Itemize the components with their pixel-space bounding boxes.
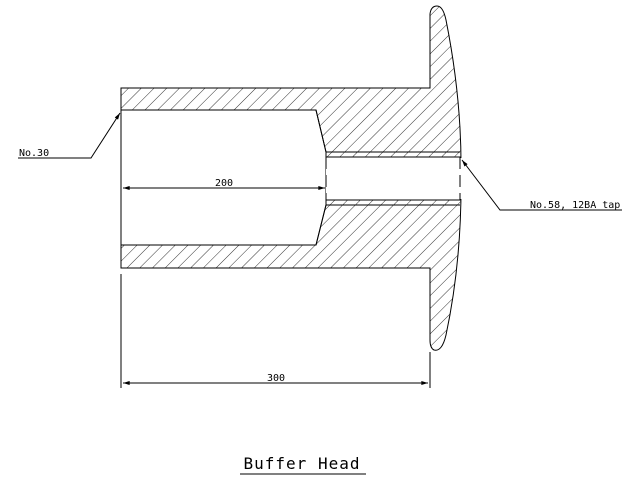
bore [122, 111, 462, 244]
drawing-title: Buffer Head [244, 454, 361, 473]
dimension-300-label: 300 [267, 373, 285, 384]
bore-outline-lower [121, 204, 327, 246]
dimension-200-label: 200 [215, 178, 233, 189]
callout-no58: No.58, 12BA tap [530, 200, 620, 211]
leader-no58 [461, 159, 622, 211]
leader-no30 [18, 112, 121, 159]
callout-no30: No.30 [19, 148, 49, 159]
bore-outline [121, 109, 327, 153]
